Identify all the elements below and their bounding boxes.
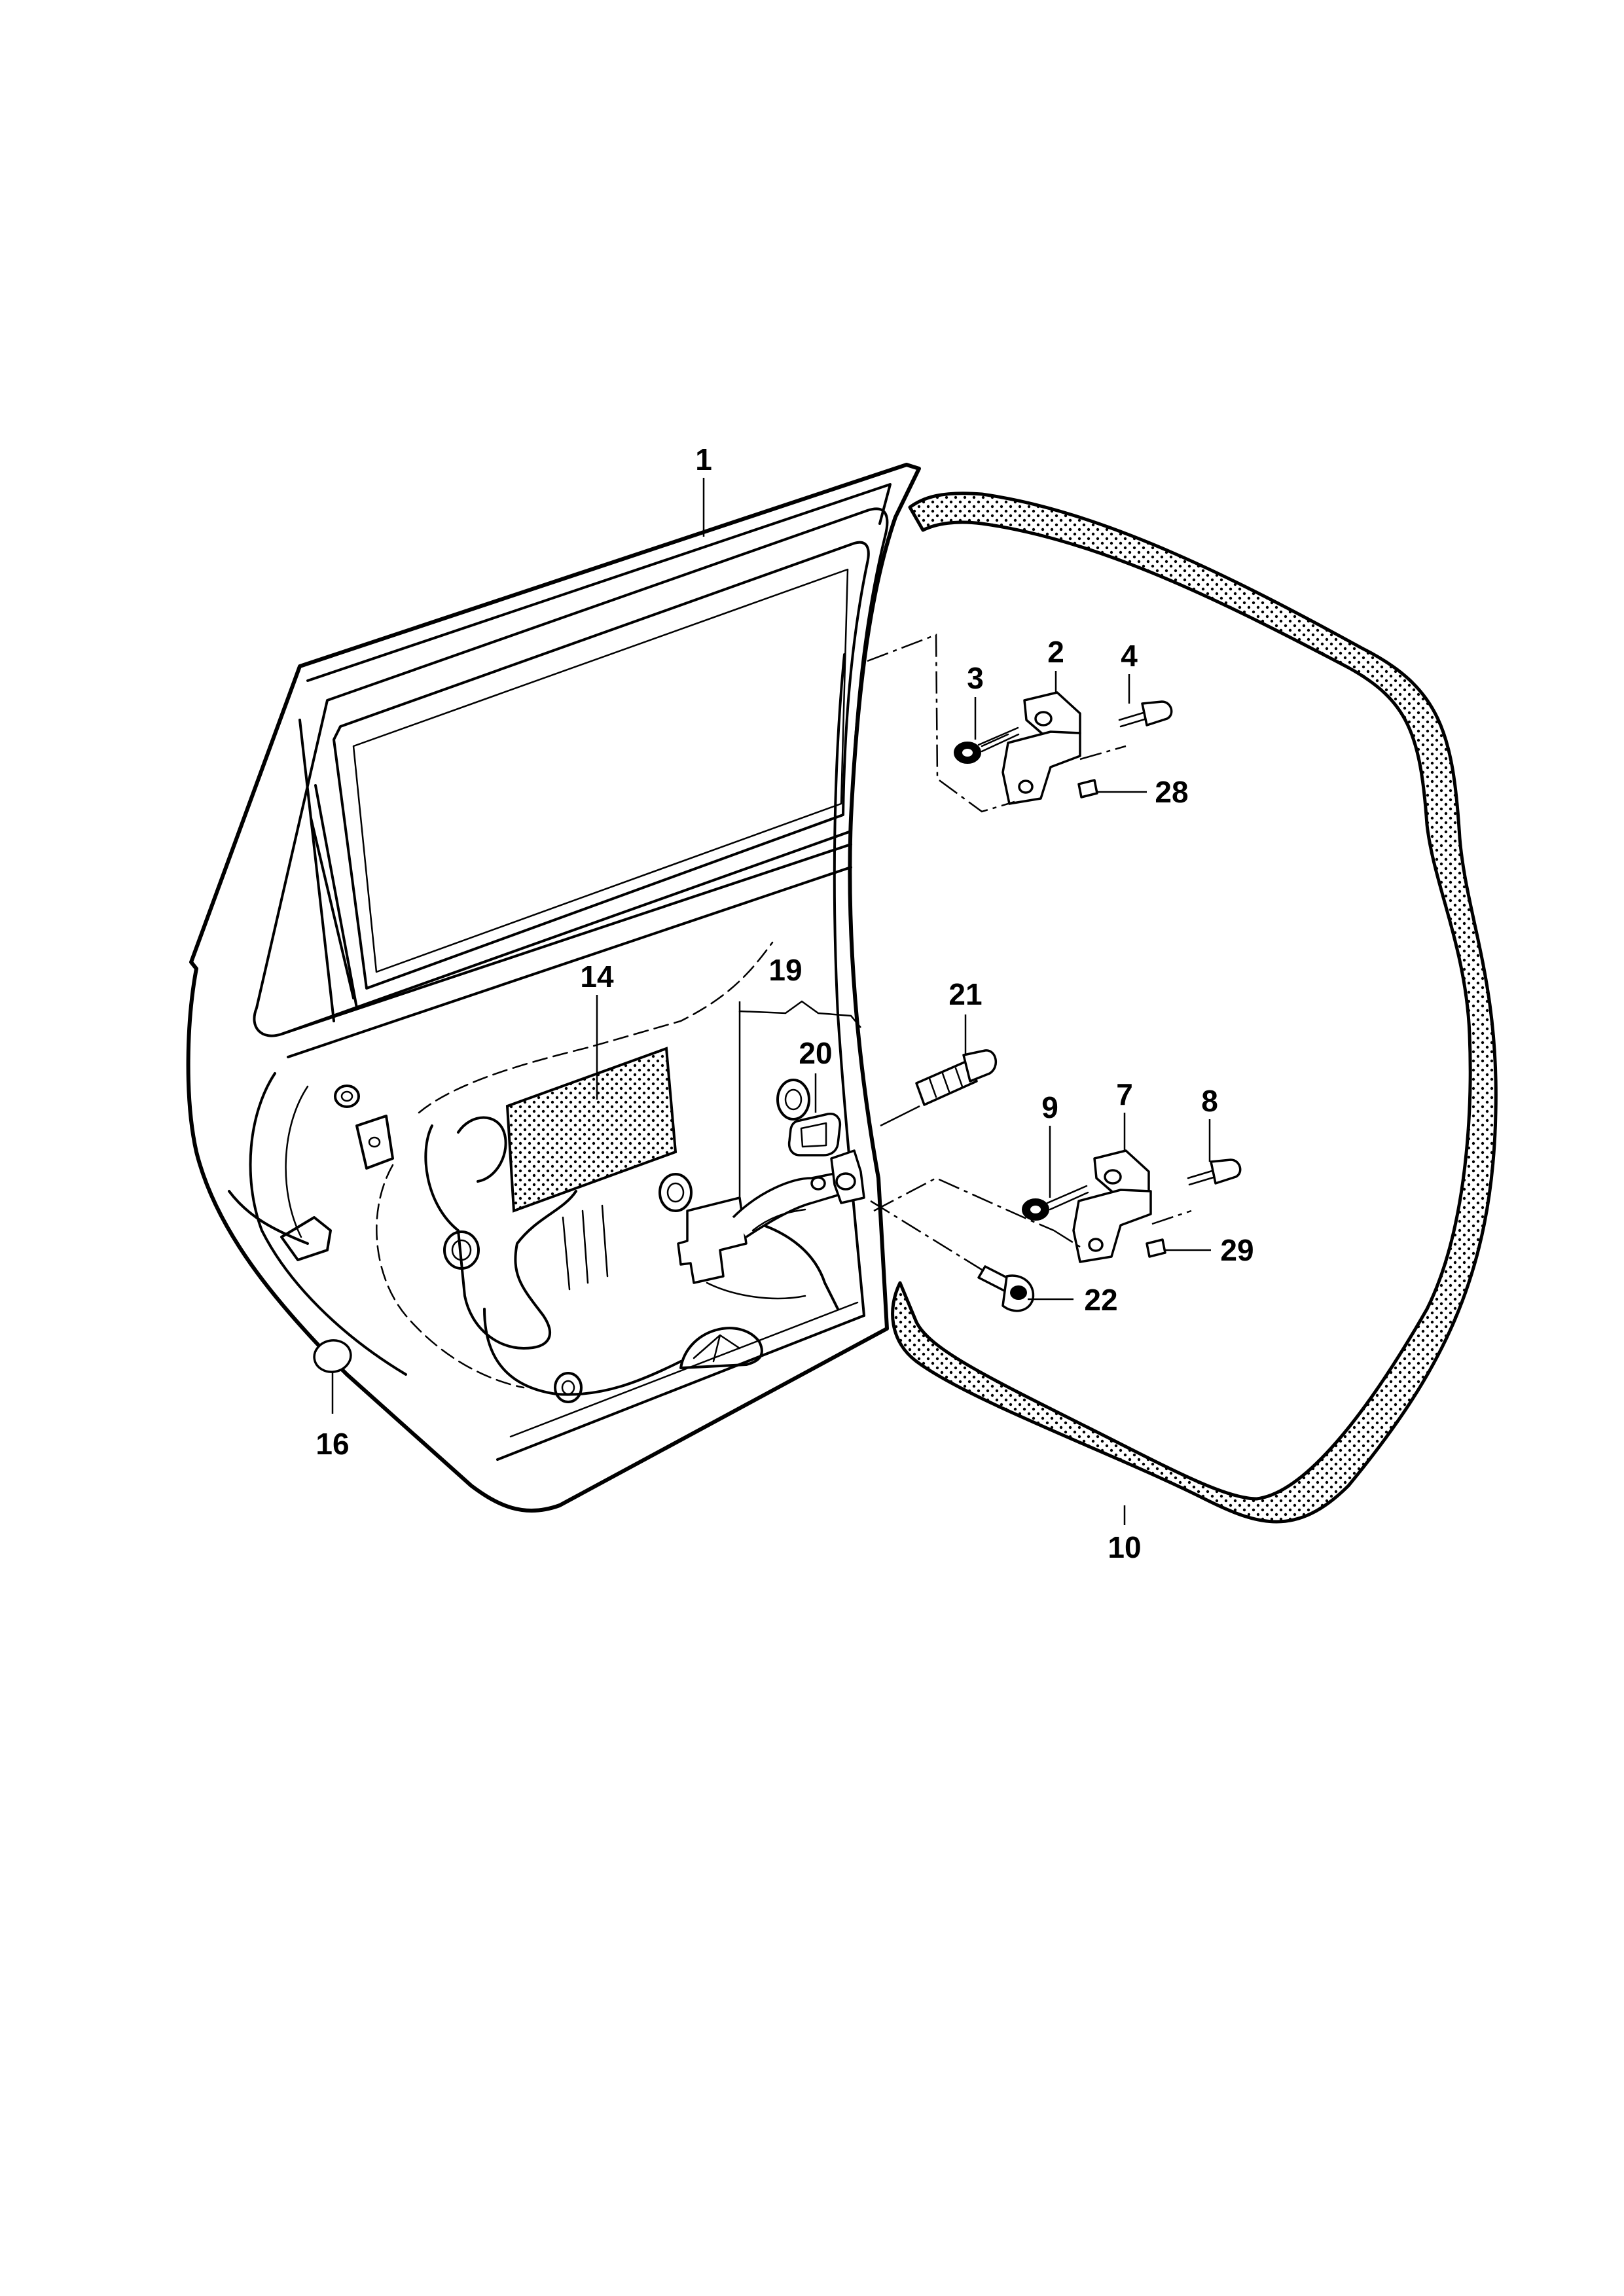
door-seal [891,492,1498,1524]
callout-22: 22 [1084,1283,1117,1317]
callout-16: 16 [316,1427,349,1461]
callout-3: 3 [967,661,984,695]
callout-29: 29 [1220,1233,1254,1267]
drain-plug [313,1339,352,1373]
callout-14: 14 [580,960,614,994]
lower-hinge-assembly [873,1149,1242,1263]
callout-9: 9 [1041,1090,1058,1124]
callouts: 1 2 3 4 28 14 19 20 21 7 8 9 29 22 16 10 [316,442,1254,1564]
callout-1: 1 [695,442,712,476]
callout-19: 19 [768,953,802,987]
callout-4: 4 [1121,639,1138,673]
callout-10: 10 [1108,1530,1141,1564]
bolt-21 [880,1049,998,1127]
door-check-strap [677,1149,865,1284]
callout-20: 20 [799,1036,832,1070]
sound-deadening-pad [505,1047,677,1213]
grommet [787,1113,842,1157]
callout-8: 8 [1201,1084,1218,1118]
door-shell [186,463,921,1513]
bolt-22 [870,1200,1035,1312]
leader-lines [331,478,1211,1525]
callout-28: 28 [1155,775,1188,809]
callout-2: 2 [1047,635,1064,669]
callout-7: 7 [1116,1077,1133,1111]
callout-21: 21 [948,977,982,1011]
upper-hinge-assembly [867,634,1173,813]
